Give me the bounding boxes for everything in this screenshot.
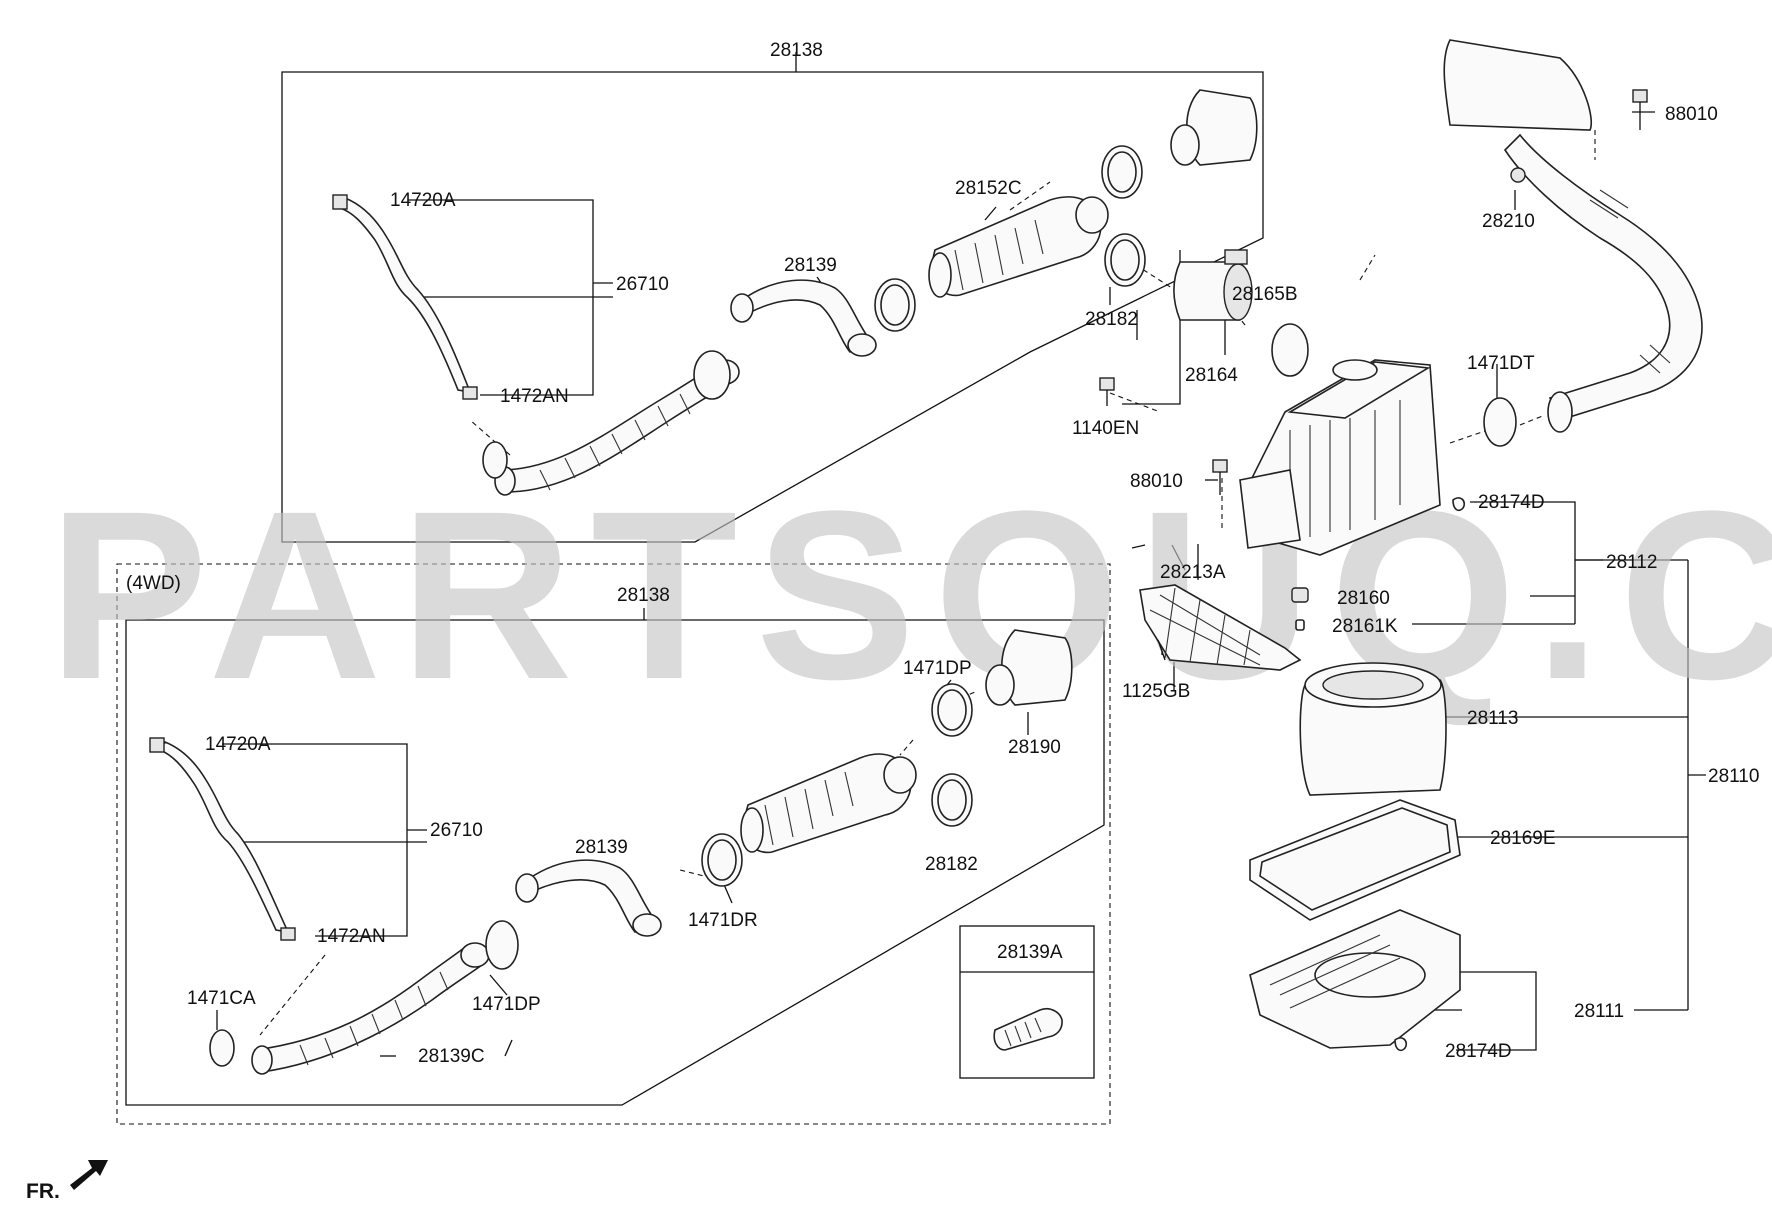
grommet-28160 <box>1291 587 1309 631</box>
clip-28174D-bot <box>1394 1037 1408 1052</box>
seal-28169E <box>1249 799 1461 921</box>
label-28164: 28164 <box>1185 365 1238 386</box>
label-28113: 28113 <box>1467 708 1518 729</box>
label-1471DP-right: 1471DP <box>903 658 972 679</box>
air-cleaner-housing <box>1239 359 1441 556</box>
label-28138-top: 28138 <box>770 40 823 61</box>
o-ring-28165B <box>1271 323 1309 377</box>
label-4wd: (4WD) <box>126 573 181 594</box>
clamp-1471DT <box>1483 397 1517 447</box>
clamp-1471DP-right <box>931 683 973 737</box>
label-1471DR: 1471DR <box>688 910 758 931</box>
clamp-1471CA <box>209 1029 235 1067</box>
label-26710-bot: 26710 <box>430 820 483 841</box>
front-arrow-icon <box>70 1160 108 1190</box>
filter-element-28113 <box>1299 662 1447 796</box>
label-28139-bot: 28139 <box>575 837 628 858</box>
air-duct-28152C-top <box>928 196 1109 298</box>
leader-lines <box>116 52 1706 1125</box>
label-1472AN-bot: 1472AN <box>317 926 386 947</box>
label-28174D-top: 28174D <box>1478 492 1545 513</box>
clip-28174D-top <box>1452 497 1466 512</box>
bolt-1125GB <box>1157 639 1166 661</box>
clamp-28182-bot <box>931 773 973 827</box>
label-28182-bot: 28182 <box>925 854 978 875</box>
label-1125GB: 1125GB <box>1122 681 1190 702</box>
label-28139A: 28139A <box>997 942 1063 963</box>
label-28112: 28112 <box>1606 552 1657 573</box>
breather-hose-top <box>332 194 478 400</box>
label-28190: 28190 <box>1008 737 1061 758</box>
lower-housing-28111 <box>1249 909 1461 1049</box>
air-flow-sensor-28164 <box>1173 249 1253 321</box>
label-28111: 28111 <box>1574 1001 1624 1022</box>
label-28169E: 28169E <box>1490 828 1556 849</box>
intake-hose-28139C-bot <box>251 942 490 1075</box>
label-28138-bot: 28138 <box>617 585 670 606</box>
clamp-28182-top-left <box>874 278 916 332</box>
clamp-1471DP-left <box>485 920 519 970</box>
label-1471DP-left: 1471DP <box>472 994 541 1015</box>
label-28160: 28160 <box>1337 588 1390 609</box>
label-28139C: 28139C <box>418 1046 485 1067</box>
inset-part-28139A <box>993 1007 1063 1051</box>
labels: 28138 14720A 26710 1472AN 28152C 28139 2… <box>26 40 1759 1203</box>
label-28213A: 28213A <box>1160 562 1226 583</box>
label-28152C: 28152C <box>955 178 1022 199</box>
label-1471DT: 1471DT <box>1467 353 1535 374</box>
label-1140EN: 1140EN <box>1072 418 1139 439</box>
clamp-28182-top <box>1101 145 1146 287</box>
watermark: PARTSOUQ.COM <box>48 461 1772 729</box>
label-1472AN-top: 1472AN <box>500 386 569 407</box>
label-14720A-bot: 14720A <box>205 734 271 755</box>
bolt-88010-mid <box>1212 459 1228 495</box>
resonator-top <box>1170 89 1258 166</box>
hose-28139-bot <box>515 859 662 937</box>
clamp-1471DR <box>701 833 743 887</box>
resonator-28190 <box>985 629 1073 706</box>
hose-28139-top <box>730 279 877 357</box>
bolt-1140EN <box>1099 377 1115 406</box>
clamp-top-left <box>482 350 731 479</box>
label-28182-top: 28182 <box>1085 309 1138 330</box>
filter-cover-28213A <box>1139 584 1302 671</box>
label-88010-top: 88010 <box>1665 104 1718 125</box>
label-28110: 28110 <box>1708 766 1759 787</box>
label-28161K: 28161K <box>1332 616 1398 637</box>
label-28174D-bot: 28174D <box>1445 1041 1512 1062</box>
label-88010-mid: 88010 <box>1130 471 1183 492</box>
label-28165B: 28165B <box>1232 284 1298 305</box>
bolt-88010-top <box>1632 89 1648 130</box>
label-14720A-top: 14720A <box>390 190 456 211</box>
air-duct-bot <box>740 753 917 854</box>
label-28210: 28210 <box>1482 211 1535 232</box>
front-indicator: FR. <box>26 1180 60 1203</box>
label-28139-top: 28139 <box>784 255 837 276</box>
label-26710-top: 26710 <box>616 274 669 295</box>
breather-hose-bot <box>149 737 296 941</box>
label-1471CA: 1471CA <box>187 988 256 1009</box>
snorkel-28210 <box>1443 39 1703 433</box>
